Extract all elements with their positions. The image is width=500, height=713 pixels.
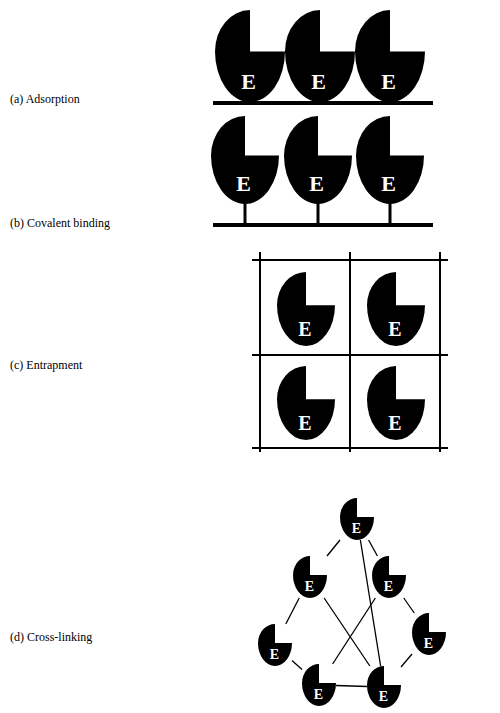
- crosslink-line: [360, 540, 380, 666]
- crosslink-line: [401, 654, 412, 667]
- enzyme-label: E: [352, 522, 361, 536]
- enzyme: E: [215, 10, 285, 102]
- enzyme-label: E: [241, 71, 256, 93]
- enzyme: E: [372, 556, 406, 598]
- enzyme: E: [355, 10, 425, 102]
- method-caption: (a) Adsorption: [10, 92, 80, 107]
- enzyme-label: E: [270, 648, 279, 662]
- entrapment-matrix: [252, 252, 448, 452]
- enzyme-label: E: [311, 71, 326, 93]
- enzyme-label: E: [384, 580, 393, 594]
- enzyme: E: [367, 666, 401, 708]
- enzyme: E: [412, 613, 446, 655]
- method-caption: (c) Entrapment: [10, 358, 82, 373]
- enzyme-label: E: [379, 690, 388, 704]
- enzyme-label: E: [236, 173, 251, 195]
- enzyme-label: E: [298, 413, 311, 433]
- crosslink-line: [324, 598, 370, 666]
- enzyme: E: [293, 556, 327, 598]
- enzyme: E: [258, 624, 292, 666]
- crosslink-line: [327, 540, 340, 556]
- covalent-bonds: [245, 202, 390, 224]
- enzyme: E: [302, 664, 336, 706]
- enzyme: E: [277, 272, 335, 346]
- enzyme: E: [277, 366, 335, 440]
- crosslink-line: [369, 540, 378, 556]
- enzyme-label: E: [314, 688, 323, 702]
- enzyme: E: [367, 366, 425, 440]
- enzyme-label: E: [424, 637, 433, 651]
- crosslink-line: [336, 685, 367, 687]
- enzyme: E: [340, 498, 374, 540]
- enzyme: E: [211, 116, 279, 204]
- enzyme-label: E: [305, 580, 314, 594]
- support-surface: [213, 223, 433, 227]
- crosslink-line: [292, 660, 302, 669]
- enzyme: E: [367, 272, 425, 346]
- enzyme-label: E: [381, 71, 396, 93]
- method-caption: (b) Covalent binding: [10, 216, 110, 231]
- crosslink-line: [333, 598, 376, 664]
- enzyme: E: [285, 10, 355, 102]
- enzyme-label: E: [298, 319, 311, 339]
- enzyme: E: [284, 116, 352, 204]
- enzyme-label: E: [388, 319, 401, 339]
- enzyme-label: E: [309, 173, 324, 195]
- enzyme: E: [356, 116, 424, 204]
- method-caption: (d) Cross-linking: [10, 630, 92, 645]
- crosslink-line: [286, 598, 299, 624]
- enzyme-label: E: [388, 413, 401, 433]
- crosslink-line: [404, 598, 415, 613]
- enzyme-label: E: [381, 173, 396, 195]
